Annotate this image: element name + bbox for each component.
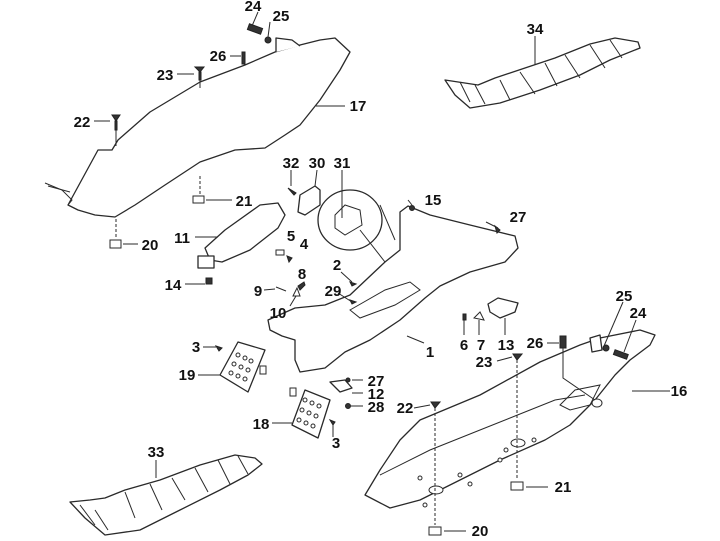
screw-23-lower	[512, 353, 524, 361]
screw-28	[345, 403, 351, 409]
callout-19: 19	[179, 367, 196, 384]
callout-21-top: 21	[236, 193, 253, 210]
pin-9	[275, 286, 287, 292]
clip-8	[297, 281, 306, 291]
clip-20-lower	[428, 526, 442, 536]
callout-22-lower: 22	[397, 400, 414, 417]
screw-22-top	[111, 114, 121, 131]
callout-4: 4	[300, 236, 309, 253]
callout-20-top: 20	[142, 237, 159, 254]
callout-13: 13	[498, 337, 515, 354]
callout-1: 1	[426, 344, 434, 361]
callout-22-top: 22	[74, 114, 91, 131]
callout-26-top: 26	[210, 48, 227, 65]
lock-31-housing	[317, 189, 383, 251]
cover-30	[297, 185, 321, 216]
callout-3-left: 3	[192, 339, 200, 356]
callout-20-lower: 20	[472, 523, 489, 540]
clip-27-lower	[345, 377, 351, 383]
callout-26-lower: 26	[527, 335, 544, 352]
callout-labels: 24 25 26 23 22 17 21 20 11 14 32 30 31 5…	[74, 0, 688, 540]
center-cover-1	[267, 204, 519, 373]
callout-27-top: 27	[510, 209, 527, 226]
clip-7	[472, 311, 485, 321]
screw-3-right	[328, 418, 336, 426]
callout-23-lower: 23	[476, 354, 493, 371]
footrest-18	[289, 387, 331, 439]
floor-panel-16	[364, 329, 656, 509]
clip-14	[205, 277, 213, 285]
floor-mat-34	[444, 37, 641, 109]
callout-9: 9	[254, 283, 262, 300]
lid-11	[197, 202, 286, 269]
callout-16: 16	[671, 383, 688, 400]
clip-10	[292, 286, 301, 297]
callout-30: 30	[309, 155, 326, 172]
callout-15: 15	[425, 192, 442, 209]
callout-8: 8	[298, 266, 306, 283]
callout-31: 31	[334, 155, 351, 172]
clip-21-lower	[510, 481, 524, 491]
screw-3-left	[214, 345, 223, 352]
callout-14: 14	[165, 277, 182, 294]
bolt-24-lower	[612, 349, 629, 360]
callout-6: 6	[460, 337, 468, 354]
bracket-12	[329, 379, 353, 393]
callout-11: 11	[174, 230, 190, 247]
callout-24-top: 24	[245, 0, 262, 15]
clip-21-top	[192, 195, 205, 204]
screw-6	[462, 313, 467, 321]
callout-7: 7	[477, 337, 485, 354]
callout-24-lower: 24	[630, 305, 647, 322]
callout-17: 17	[350, 98, 367, 115]
screw-23-top	[193, 66, 206, 81]
callout-25-lower: 25	[616, 288, 633, 305]
bolt-24-top	[246, 23, 264, 35]
callout-23-top: 23	[157, 67, 174, 84]
callout-28: 28	[368, 399, 385, 416]
screw-15	[409, 205, 415, 211]
clip-20-top	[109, 239, 122, 249]
callout-2: 2	[333, 257, 341, 274]
screw-26-top	[241, 51, 246, 65]
callout-33: 33	[148, 444, 165, 461]
footrest-19	[219, 341, 267, 393]
callout-27-lower: 27	[368, 373, 385, 390]
floor-mat-33	[69, 454, 263, 536]
screw-26-lower	[559, 335, 567, 349]
screw-32	[287, 187, 297, 196]
side-cover-17	[44, 37, 351, 218]
callout-5: 5	[287, 228, 295, 245]
callout-12: 12	[368, 386, 385, 403]
callout-34: 34	[527, 21, 544, 38]
callout-25-top: 25	[273, 8, 290, 25]
callout-10: 10	[270, 305, 287, 322]
bracket-13	[487, 297, 519, 319]
callout-21-lower: 21	[555, 479, 572, 496]
callout-29: 29	[325, 283, 342, 300]
screw-2	[349, 281, 358, 287]
callout-32: 32	[283, 155, 300, 172]
washer-25-lower	[602, 344, 610, 352]
callout-3-right: 3	[332, 435, 340, 452]
screw-29	[349, 299, 358, 305]
leader-lines	[94, 11, 670, 532]
screw-22-lower	[430, 401, 442, 409]
washer-25-top	[264, 36, 272, 44]
clip-5	[275, 249, 285, 256]
screw-4	[286, 255, 293, 264]
callout-18: 18	[253, 416, 270, 433]
